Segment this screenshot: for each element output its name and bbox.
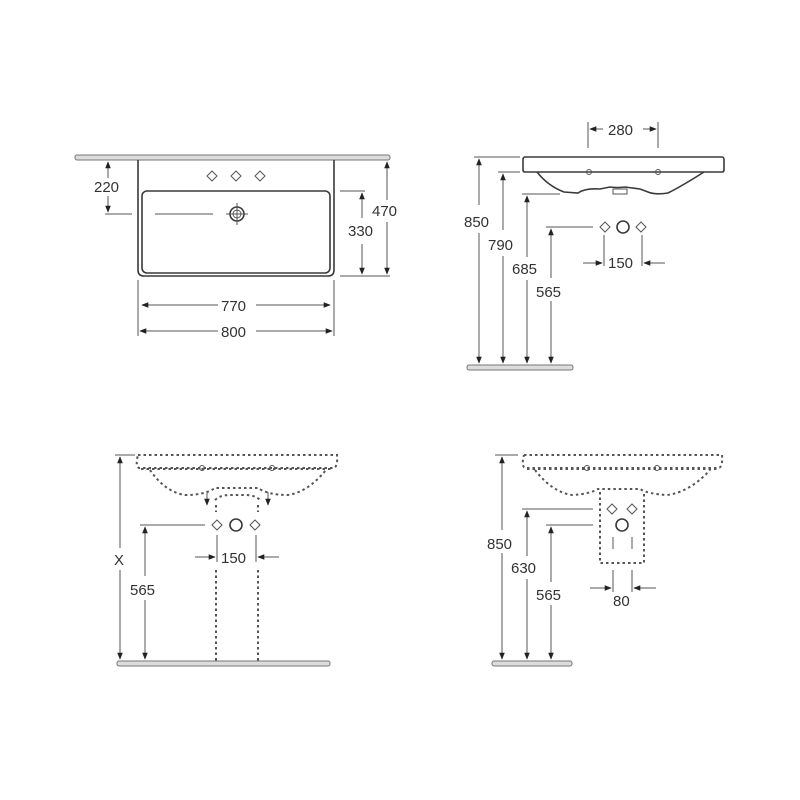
- dim-565: 565: [536, 587, 561, 604]
- wall-strip: [74, 154, 391, 161]
- dim-565: 565: [536, 284, 561, 301]
- dim-790: 790: [488, 237, 513, 254]
- dim-150: 150: [608, 255, 633, 272]
- dim-470: 470: [372, 203, 397, 220]
- dim-630: 630: [511, 560, 536, 577]
- dim-800: 800: [221, 324, 246, 341]
- dim-150: 150: [221, 550, 246, 567]
- top-view: 220 330 470 770 800: [74, 154, 397, 341]
- tap-hole-icon: [206, 170, 266, 182]
- dim-80: 80: [613, 593, 630, 610]
- waste-outlet-icon: [606, 503, 638, 532]
- floor-strip: [491, 660, 573, 667]
- dim-850: 850: [464, 214, 489, 231]
- dim-x: X: [114, 552, 124, 569]
- semipedestal-outline: [599, 492, 645, 564]
- dim-685: 685: [512, 261, 537, 278]
- dim-850: 850: [487, 536, 512, 553]
- drain-icon: [226, 203, 248, 225]
- floor-strip: [116, 660, 331, 667]
- basin-outline: [137, 160, 335, 277]
- side-view-wall: 280 150 850 790 685: [464, 122, 725, 371]
- basin-profile: [522, 156, 725, 173]
- waste-outlet-icon: [599, 220, 647, 234]
- waste-outlet-icon: [211, 518, 261, 532]
- floor-strip: [466, 364, 574, 371]
- front-view-semipedestal: 80 850 630 565: [487, 454, 724, 667]
- front-view-pedestal: 150 X 565: [114, 454, 339, 667]
- dim-770: 770: [221, 298, 246, 315]
- dim-565: 565: [130, 582, 155, 599]
- dim-330: 330: [348, 223, 373, 240]
- dim-280: 280: [608, 122, 633, 139]
- dim-220: 220: [94, 179, 119, 196]
- bowl-outline: [141, 190, 331, 274]
